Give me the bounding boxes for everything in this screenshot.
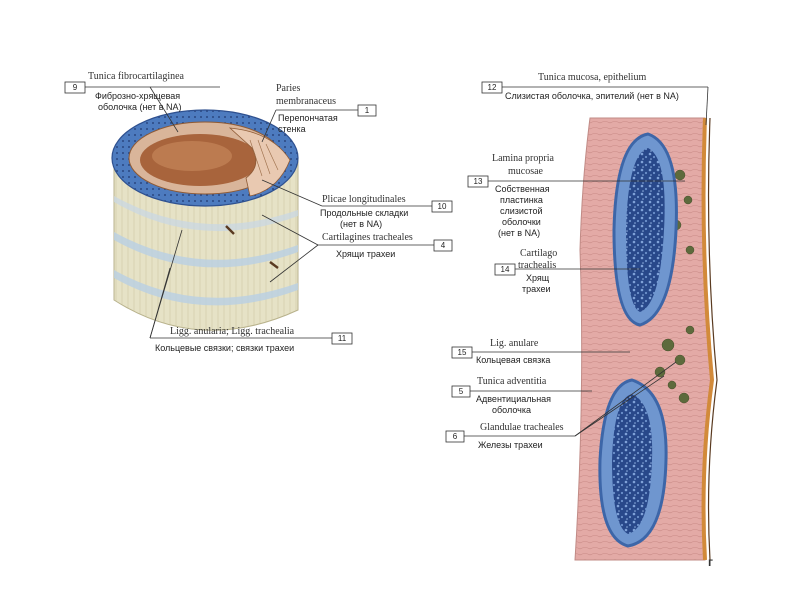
svg-text:Glandulae tracheales: Glandulae tracheales [480, 422, 564, 433]
svg-text:оболочка: оболочка [492, 405, 531, 415]
svg-text:Собственная: Собственная [495, 184, 550, 194]
svg-text:1: 1 [365, 106, 370, 115]
label-10-plicae-longitudinales: Plicae longitudinales 10 Продольные скла… [261, 179, 453, 229]
svg-text:трахеи: трахеи [522, 284, 551, 294]
svg-text:стенка: стенка [278, 124, 306, 134]
svg-text:Tunica adventitia: Tunica adventitia [477, 376, 547, 387]
svg-text:оболочки: оболочки [502, 217, 541, 227]
svg-text:(нет в NA): (нет в NA) [498, 228, 540, 238]
svg-text:Хрящи трахеи: Хрящи трахеи [336, 249, 395, 259]
svg-text:пластинка: пластинка [500, 195, 543, 205]
svg-text:Кольцевая связка: Кольцевая связка [476, 355, 550, 365]
svg-text:15: 15 [458, 348, 467, 357]
svg-text:14: 14 [501, 265, 510, 274]
svg-text:Хрящ: Хрящ [526, 273, 550, 283]
svg-text:Кольцевые связки; связки трахе: Кольцевые связки; связки трахеи [155, 343, 294, 353]
label-6-glandulae-tracheales: Glandulae tracheales 6 Железы трахеи [445, 361, 677, 450]
svg-text:Адвентициальная: Адвентициальная [476, 394, 551, 404]
svg-text:4: 4 [441, 241, 446, 250]
svg-text:10: 10 [438, 202, 447, 211]
panel-letter: г [708, 555, 713, 569]
svg-text:слизистой: слизистой [500, 206, 543, 216]
svg-text:Lig. anulare: Lig. anulare [490, 338, 539, 349]
svg-text:11: 11 [338, 334, 347, 343]
svg-text:trachealis: trachealis [518, 260, 556, 271]
svg-text:оболочка (нет в NA): оболочка (нет в NA) [98, 102, 182, 112]
svg-text:13: 13 [474, 177, 483, 186]
label-5-tunica-adventitia: Tunica adventitia 5 Адвентициальная обол… [451, 376, 592, 415]
svg-text:Paries: Paries [276, 83, 301, 94]
svg-text:(нет в NA): (нет в NA) [340, 219, 382, 229]
label-14-cartilago-trachealis: Cartilago trachealis 14 Хрящ трахеи [494, 248, 640, 294]
svg-text:9: 9 [73, 83, 78, 92]
svg-text:Продольные складки: Продольные складки [320, 208, 408, 218]
svg-text:Tunica mucosa, epithelium: Tunica mucosa, epithelium [538, 72, 646, 83]
svg-text:5: 5 [459, 387, 464, 396]
trachea-section-illustration [574, 117, 718, 561]
label-1-paries-membranaceus: Paries membranaceus 1 Перепончатая стенк… [261, 83, 377, 143]
trachea-segment-illustration [111, 109, 299, 331]
svg-text:Перепончатая: Перепончатая [278, 113, 338, 123]
label-9-tunica-fibrocartilaginea: 9 Tunica fibrocartilaginea Фиброзно-хрящ… [64, 71, 220, 133]
svg-text:Слизистая оболочка, эпителий (: Слизистая оболочка, эпителий (нет в NA) [505, 91, 679, 101]
svg-text:6: 6 [453, 432, 458, 441]
label-11-ligg-anularia: Ligg. anularia; Ligg. trachealia 11 Коль… [149, 229, 353, 353]
svg-text:12: 12 [488, 83, 497, 92]
svg-text:Lamina propria: Lamina propria [492, 153, 554, 164]
label-13-lamina-propria: Lamina propria mucosae 13 Собственная пл… [467, 153, 685, 238]
svg-text:Железы трахеи: Железы трахеи [478, 440, 543, 450]
label-4-cartilagines-tracheales: Cartilagines tracheales 4 Хрящи трахеи [261, 214, 453, 283]
svg-text:Фиброзно-хрящевая: Фиброзно-хрящевая [95, 91, 180, 101]
label-15-lig-anulare: Lig. anulare 15 Кольцевая связка [451, 338, 630, 365]
svg-text:Cartilagines tracheales: Cartilagines tracheales [322, 232, 413, 243]
svg-text:Plicae longitudinales: Plicae longitudinales [322, 194, 406, 205]
svg-text:Ligg. anularia; Ligg. tracheal: Ligg. anularia; Ligg. trachealia [170, 326, 295, 337]
svg-text:Cartilago: Cartilago [520, 248, 557, 259]
svg-text:mucosae: mucosae [508, 166, 544, 177]
label-12-tunica-mucosa: Tunica mucosa, epithelium 12 Слизистая о… [481, 72, 709, 126]
svg-text:membranaceus: membranaceus [276, 96, 336, 107]
svg-text:Tunica fibrocartilaginea: Tunica fibrocartilaginea [88, 71, 185, 82]
